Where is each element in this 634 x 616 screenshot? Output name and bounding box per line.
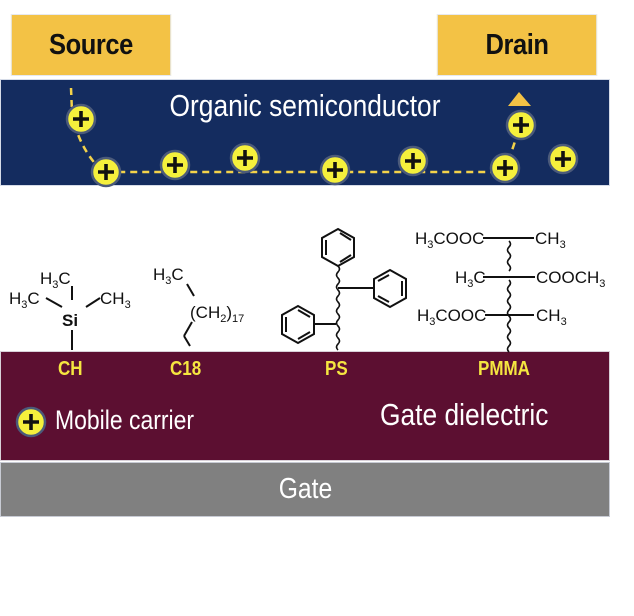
svg-text:H3COOC: H3COOC <box>417 306 486 328</box>
carrier-icon <box>90 156 122 188</box>
molecule-label-ps: PS <box>325 358 348 380</box>
drain-label: Drain <box>485 28 549 61</box>
carrier-icon <box>229 142 261 174</box>
molecule-ps <box>281 227 407 351</box>
legend-carrier-icon <box>15 406 47 438</box>
svg-text:CH3: CH3 <box>100 289 131 311</box>
svg-text:Si: Si <box>62 311 78 330</box>
carrier-icon <box>505 109 537 141</box>
svg-text:(CH2)17: (CH2)17 <box>190 303 244 325</box>
svg-text:H3C: H3C <box>455 268 486 290</box>
carrier-icon <box>397 145 429 177</box>
svg-text:H3COOC: H3COOC <box>415 229 484 251</box>
carrier-icon <box>159 149 191 181</box>
drain-electrode: Drain <box>436 14 598 76</box>
path-arrowhead-icon <box>508 92 531 106</box>
molecule-ch <box>45 286 101 350</box>
molecule-ch-formula: H3C H3C CH3 Si <box>9 269 131 330</box>
svg-text:COOCH3: COOCH3 <box>536 268 605 290</box>
molecule-c18-formula: H3C (CH2)17 <box>153 265 244 325</box>
svg-text:H3C: H3C <box>40 269 71 291</box>
carrier-icon <box>547 143 579 175</box>
molecule-label-ch: CH <box>58 358 83 380</box>
molecule-pmma <box>483 237 535 353</box>
source-label: Source <box>49 28 133 61</box>
gate-dielectric-layer <box>0 351 610 461</box>
carrier-icon <box>65 103 97 135</box>
semiconductor-label: Organic semiconductor <box>169 88 441 123</box>
gate-label: Gate <box>278 473 332 505</box>
molecule-label-pmma: PMMA <box>478 358 530 380</box>
molecule-pmma-formula: H3COOC CH3 H3C COOCH3 H3COOC CH3 <box>415 229 605 328</box>
svg-text:H3C: H3C <box>153 265 184 287</box>
dielectric-label: Gate dielectric <box>380 397 549 432</box>
legend-label: Mobile carrier <box>55 405 195 435</box>
carrier-icon <box>319 154 351 186</box>
source-electrode: Source <box>10 14 172 76</box>
carrier-path <box>69 87 518 174</box>
molecule-label-c18: C18 <box>170 358 202 380</box>
molecule-c18 <box>183 283 195 347</box>
svg-text:CH3: CH3 <box>536 306 567 328</box>
gate-layer: Gate <box>0 462 610 517</box>
carrier-icon <box>489 152 521 184</box>
svg-text:H3C: H3C <box>9 289 40 311</box>
svg-text:CH3: CH3 <box>535 229 566 251</box>
